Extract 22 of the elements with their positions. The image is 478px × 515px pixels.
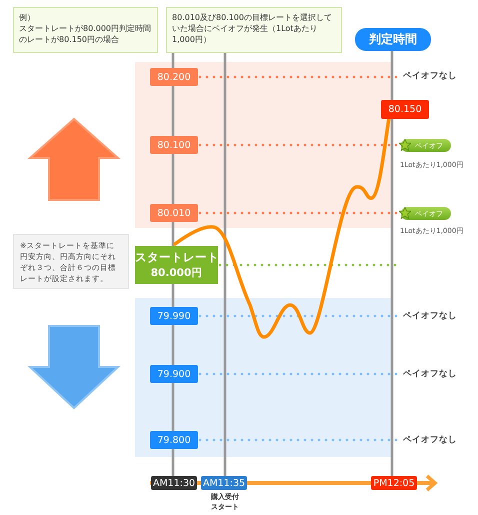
- body-text: 80.000円: [150, 266, 204, 281]
- start-rate-tag: [135, 246, 218, 284]
- heading-text: スタートレート: [135, 249, 218, 266]
- rate-tag: 80.200: [150, 68, 198, 86]
- result-text: ペイオフなし: [403, 310, 461, 324]
- rate-tag: 80.100: [150, 136, 198, 154]
- time-tag: AM11:35: [201, 476, 247, 490]
- note-box: 80.010及び80.100の目標レートを選択していた場合にペイオフが発生（1Lotあたり1,000円）: [166, 7, 342, 53]
- result-text: ペイオフなし: [403, 368, 461, 382]
- rate-tag: 79.900: [150, 365, 198, 383]
- result-text: ペイオフなし: [403, 434, 461, 448]
- time-tag: AM11:30: [151, 476, 197, 490]
- body-text: スタートレートが80.000円判定時間のレートが80.150円の場合: [19, 23, 152, 45]
- rate-tag: 80.010: [150, 204, 198, 222]
- heading-text: 例）: [19, 12, 36, 23]
- rate-tag: 79.990: [150, 307, 198, 325]
- note-box: [13, 7, 158, 53]
- result-text: ペイオフなし: [403, 70, 461, 84]
- judgement-time-badge: 判定時間: [355, 28, 431, 51]
- rate-tag: 79.800: [150, 431, 198, 449]
- rate-tag: 80.150: [381, 100, 429, 119]
- time-tag: PM12:05: [371, 476, 417, 490]
